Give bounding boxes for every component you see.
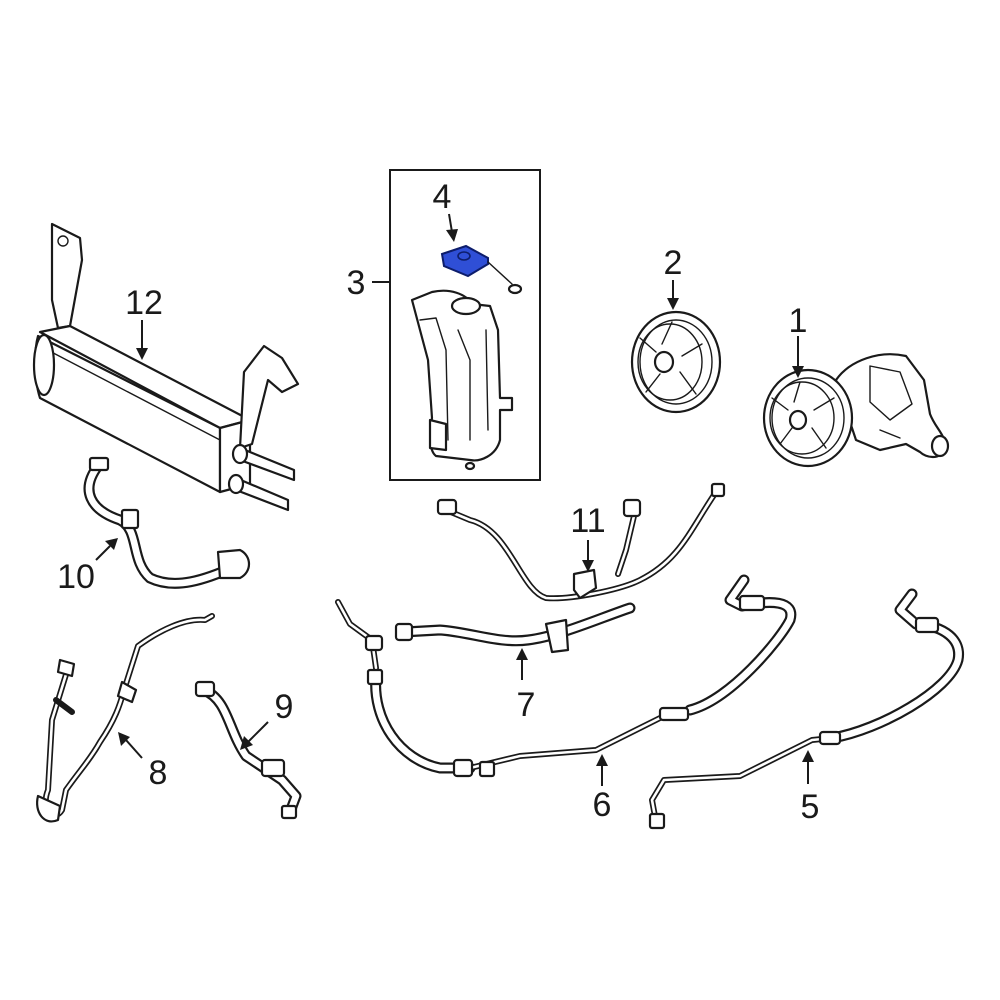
callout-5: 5	[801, 788, 820, 826]
callout-3: 3	[347, 264, 366, 302]
callout-2: 2	[664, 244, 683, 282]
part-5-hose[interactable]	[648, 588, 965, 830]
part-10-hose[interactable]	[83, 456, 251, 589]
leader-7	[516, 648, 528, 680]
leader-6	[596, 754, 608, 786]
cooler-fitting-lower	[227, 473, 290, 512]
part-7-hose[interactable]	[394, 602, 636, 654]
part-1-pump[interactable]	[762, 353, 950, 468]
part-2-pulley[interactable]	[630, 310, 722, 414]
leader-9	[240, 721, 269, 750]
part-4-cap[interactable]	[440, 244, 523, 295]
callout-8: 8	[149, 754, 168, 792]
leader-8	[118, 732, 143, 759]
cooler-fitting-upper	[231, 443, 296, 482]
callout-10: 10	[57, 558, 95, 596]
reservoir-group-box	[389, 169, 541, 481]
part-3-reservoir[interactable]	[410, 289, 514, 471]
part-12-cooler[interactable]	[32, 222, 300, 512]
leader-2	[667, 280, 679, 310]
callout-12: 12	[125, 284, 163, 322]
leader-5	[802, 750, 814, 784]
leader-11	[582, 540, 594, 572]
leader-1	[792, 336, 804, 378]
leader-12	[136, 320, 148, 360]
part-6-hose[interactable]	[335, 574, 797, 778]
callout-7: 7	[517, 686, 536, 724]
leader-10	[95, 538, 118, 561]
callout-6: 6	[593, 786, 612, 824]
part-9-hose[interactable]	[194, 680, 302, 820]
callout-4: 4	[433, 178, 452, 216]
part-11-tube[interactable]	[436, 482, 726, 602]
leader-4	[446, 213, 458, 242]
part-8-tube[interactable]	[36, 613, 215, 823]
callout-11: 11	[570, 502, 605, 540]
callout-1: 1	[789, 302, 808, 340]
callout-9: 9	[275, 688, 294, 726]
